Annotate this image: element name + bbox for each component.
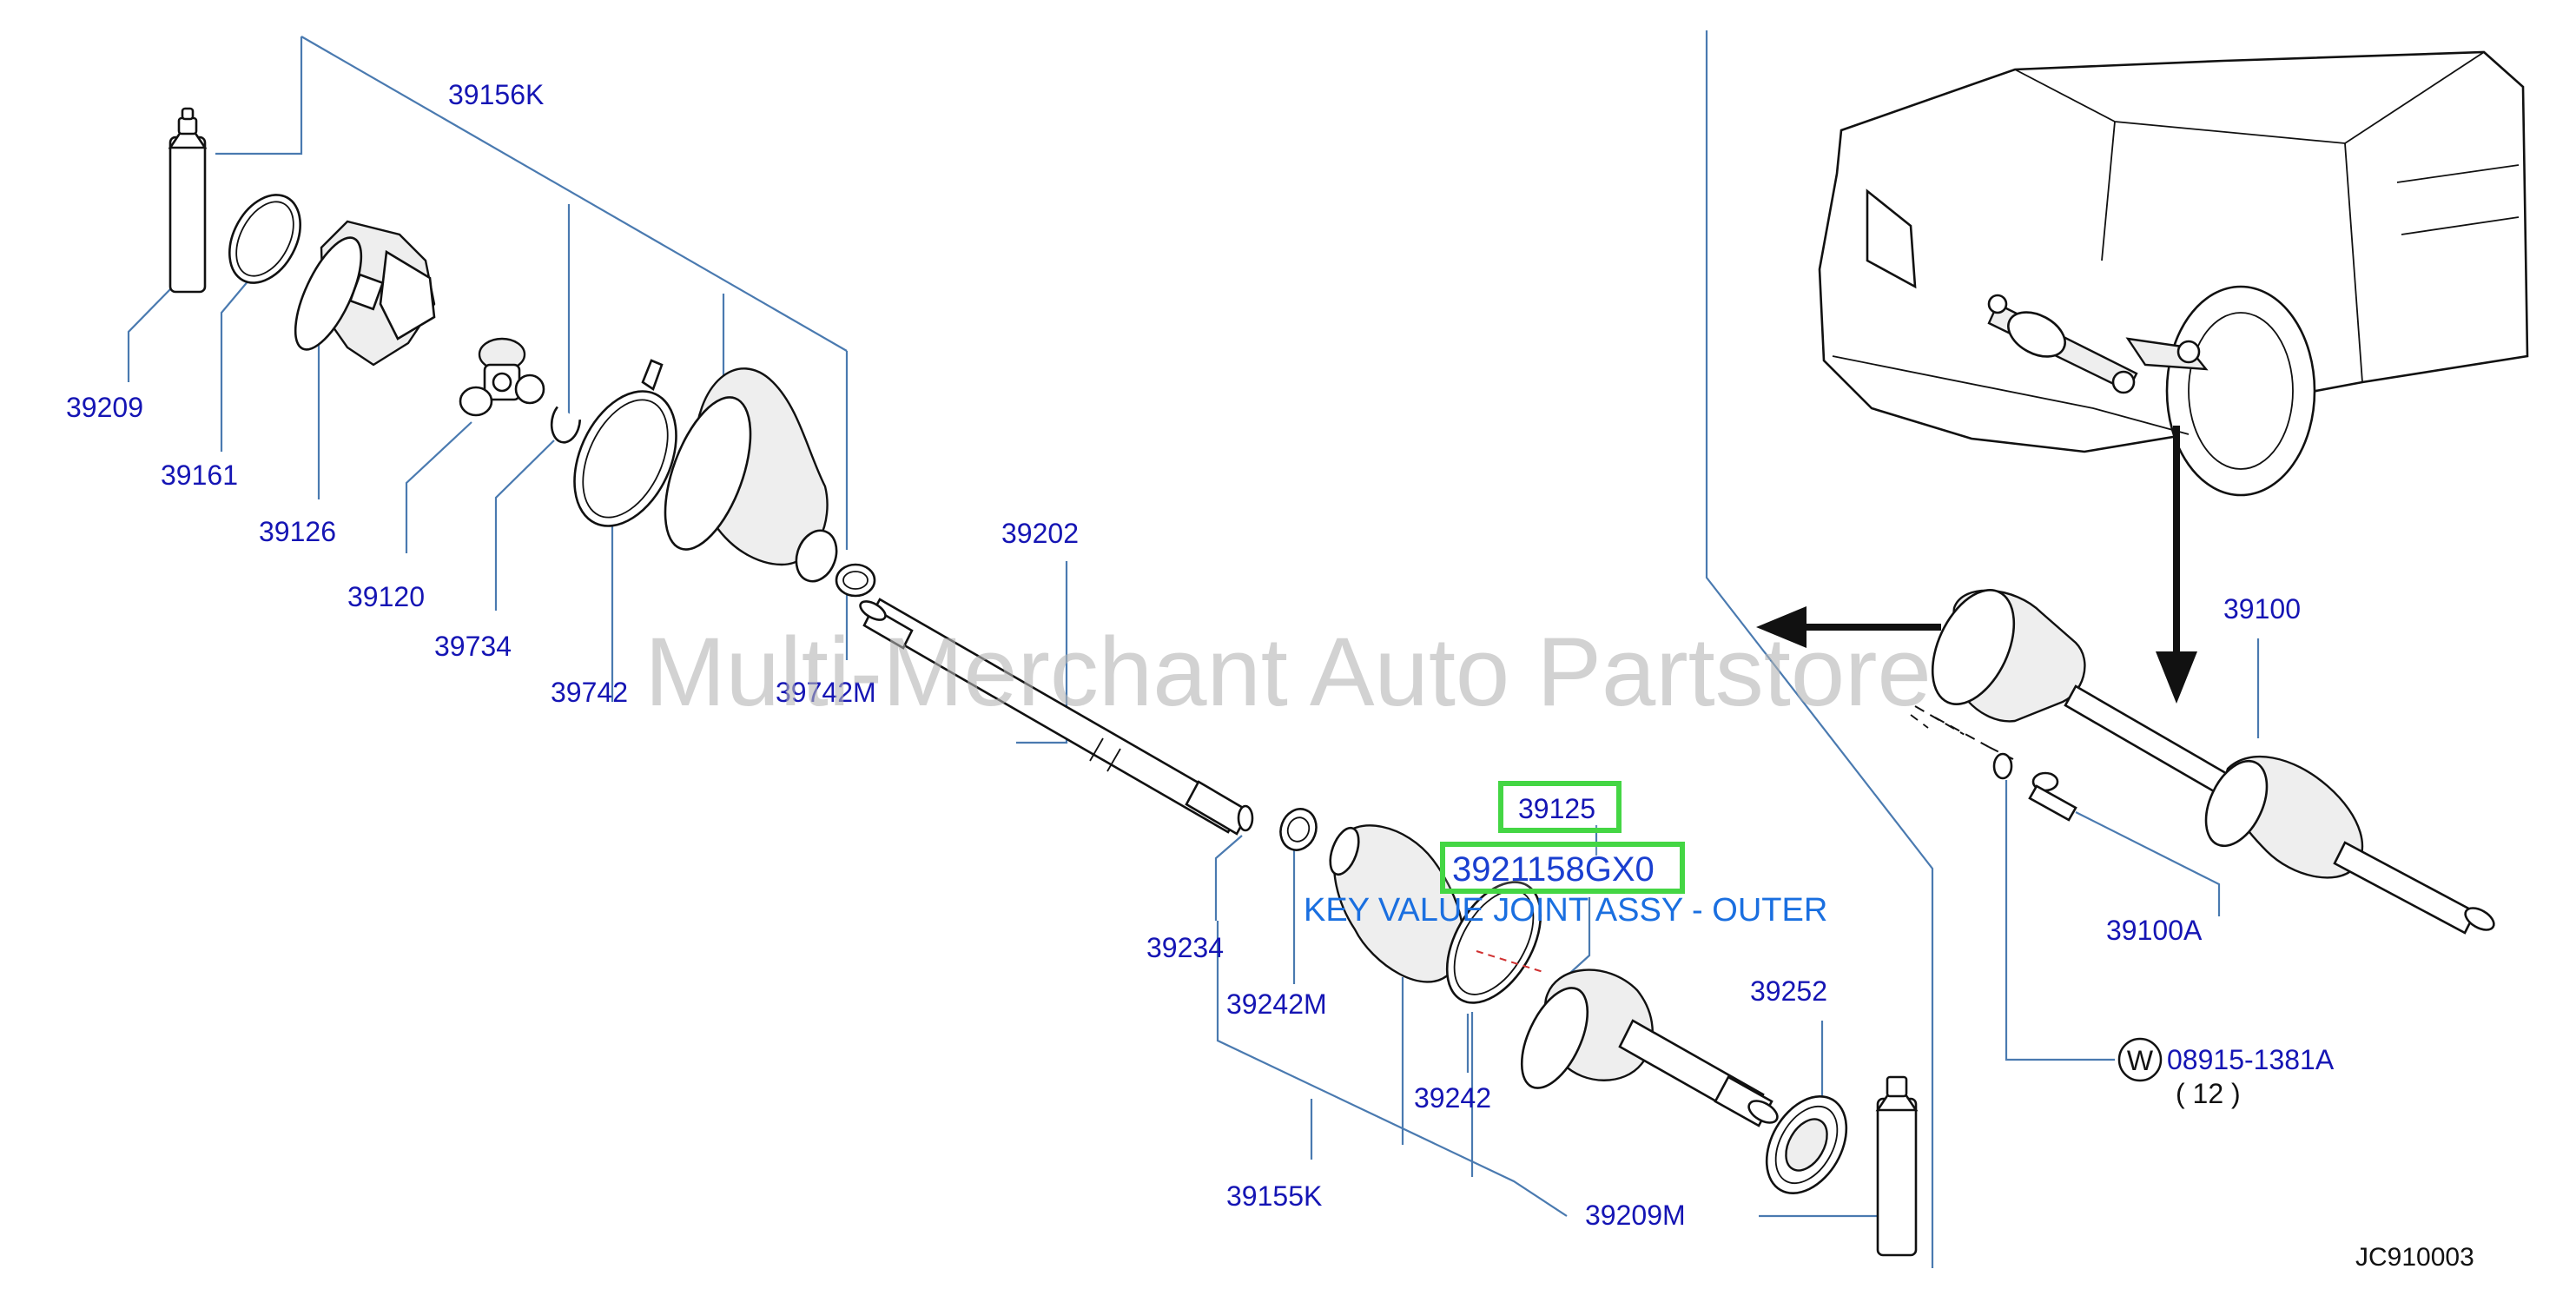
leader-lines — [127, 30, 2260, 1268]
seal-39252 — [1765, 1095, 1848, 1194]
label-39734[interactable]: 39734 — [434, 631, 512, 662]
band-39742 — [573, 359, 677, 527]
washer-symbol: W — [2117, 1037, 2163, 1082]
diagram-code: JC910003 — [2355, 1243, 2474, 1272]
label-39202[interactable]: 39202 — [1001, 518, 1079, 549]
label-39120[interactable]: 39120 — [347, 581, 425, 612]
direction-arrows — [1756, 426, 2197, 704]
label-39209M[interactable]: 39209M — [1585, 1200, 1686, 1231]
label-39126[interactable]: 39126 — [259, 516, 336, 547]
highlighted-parts: 39125 3921158GX0 KEY VALUE JOINT ASSY - … — [1304, 781, 1827, 929]
label-39252[interactable]: 39252 — [1750, 975, 1827, 1007]
snap-ring-39734 — [550, 406, 582, 444]
vehicle-illustration — [1818, 50, 2529, 497]
washer-symbol-letter: W — [2127, 1045, 2154, 1076]
boot-outer — [1329, 824, 1464, 983]
highlight-box-3921158GX0 — [1440, 842, 1685, 894]
part-description: KEY VALUE JOINT ASSY - OUTER — [1304, 892, 1827, 929]
watermark: Multi-Merchant Auto Partstore — [644, 618, 1931, 726]
clamp-39742M — [835, 563, 876, 598]
label-39234[interactable]: 39234 — [1146, 932, 1224, 963]
label-39209[interactable]: 39209 — [66, 392, 143, 423]
grease-tube-39209 — [168, 107, 208, 294]
label-39742M[interactable]: 39742M — [776, 677, 876, 708]
boot-inner — [664, 367, 838, 583]
label-39155K[interactable]: 39155K — [1226, 1180, 1322, 1212]
clamp-39242M — [1279, 808, 1318, 851]
label-39125[interactable]: 39125 — [1518, 793, 1595, 824]
label-08915-1381A[interactable]: 08915-1381A — [2167, 1044, 2335, 1075]
label-39161[interactable]: 39161 — [161, 459, 238, 491]
highlight-box-39125 — [1498, 781, 1622, 833]
part-labels: 39156K 39209 39161 39126 39120 39734 397… — [66, 79, 2335, 1231]
grease-tube-39209M — [1875, 1075, 1919, 1257]
label-39242[interactable]: 39242 — [1414, 1082, 1491, 1114]
outer-cv-joint — [1520, 968, 1779, 1127]
spider-39120 — [459, 337, 545, 417]
label-39242M[interactable]: 39242M — [1226, 988, 1327, 1020]
label-39156K[interactable]: 39156K — [448, 79, 544, 110]
label-39100[interactable]: 39100 — [2223, 593, 2301, 625]
label-washer-quantity: ( 12 ) — [2176, 1078, 2241, 1109]
label-3921158GX0[interactable]: 3921158GX0 — [1452, 850, 1655, 889]
label-39742[interactable]: 39742 — [551, 677, 628, 708]
ring-39234 — [1237, 804, 1254, 832]
housing-39126 — [294, 220, 436, 367]
ring-39161 — [228, 194, 301, 284]
axle-assembly-39100 — [1931, 589, 2495, 935]
shaft-39202 — [859, 598, 1251, 836]
label-39100A[interactable]: 39100A — [2106, 915, 2203, 946]
bolt-washer-39100A — [1992, 752, 2077, 822]
